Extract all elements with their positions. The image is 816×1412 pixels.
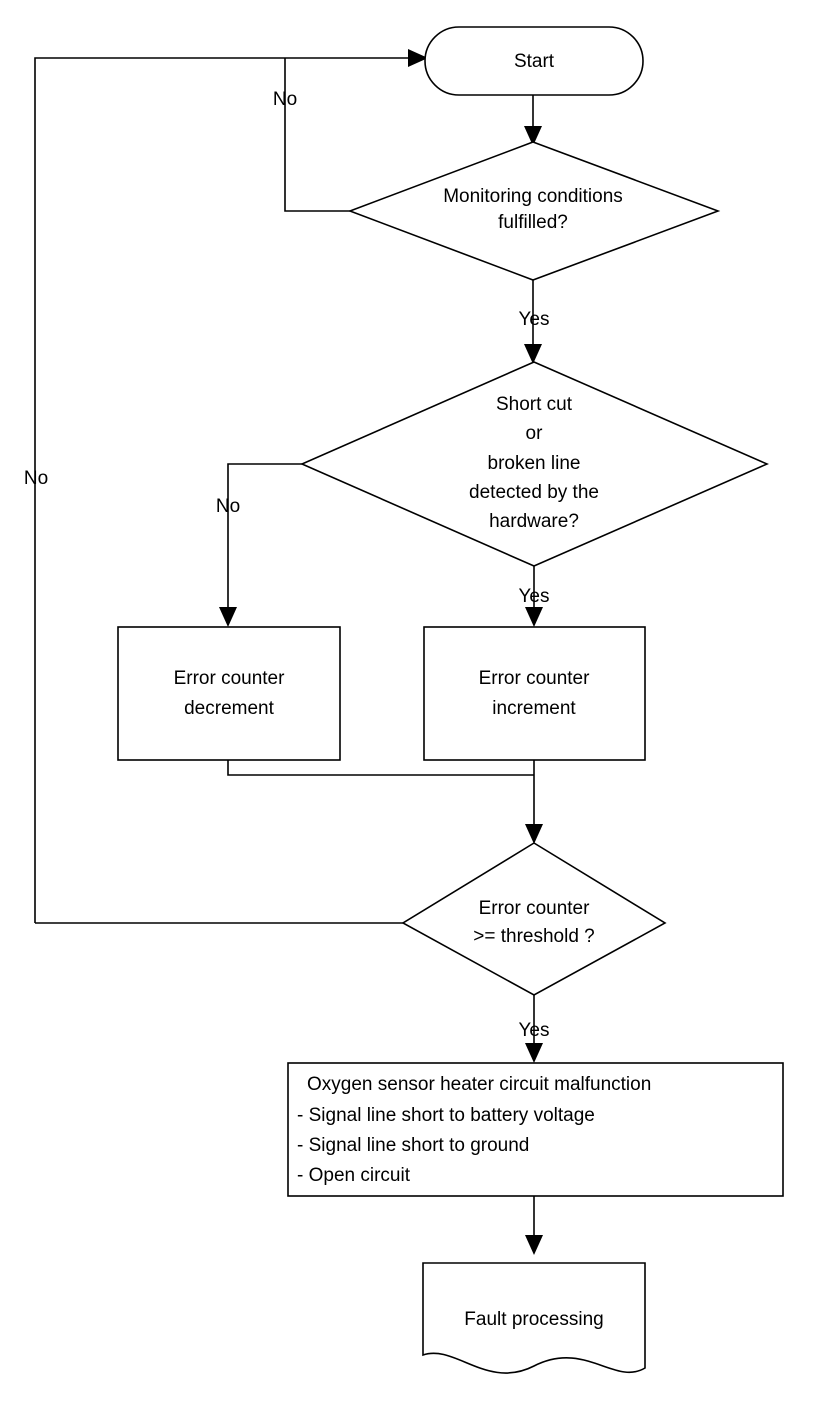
connector-hardware-yes: [525, 566, 543, 627]
threshold-check-shape: [401, 842, 667, 996]
arrow-head-monitoring: [524, 126, 542, 146]
arrow-head-decrement: [219, 607, 237, 627]
counter-increment-line2: increment: [492, 698, 576, 719]
node-malfunction[interactable]: Oxygen sensor heater circuit malfunction…: [287, 1062, 784, 1197]
connector-start-to-monitoring: [524, 95, 542, 146]
arrow-head-increment: [525, 607, 543, 627]
hardware-detect-line5: hardware?: [489, 511, 579, 532]
node-monitoring-conditions[interactable]: Monitoring conditions fulfilled?: [347, 141, 721, 281]
connector-monitoring-yes: [524, 280, 542, 364]
monitoring-conditions-line1: Monitoring conditions: [443, 186, 623, 207]
malfunction-line4: - Open circuit: [297, 1165, 411, 1186]
arrow-head-malfunction: [525, 1043, 543, 1063]
start-label: Start: [514, 51, 555, 72]
arrow-head-threshold: [525, 824, 543, 844]
connector-hardware-no: [219, 463, 302, 627]
monitoring-conditions-shape: [347, 141, 721, 281]
counter-decrement-line2: decrement: [184, 698, 274, 719]
monitoring-conditions-line2: fulfilled?: [498, 212, 568, 233]
node-hardware-detect[interactable]: Short cut or broken line detected by the…: [300, 361, 769, 567]
node-counter-decrement[interactable]: Error counter decrement: [117, 626, 341, 761]
malfunction-shape: [287, 1062, 784, 1197]
edge-label-monitoring-no: No: [273, 89, 297, 110]
arrow-head-to-start: [408, 49, 428, 67]
start-shape: [424, 26, 644, 96]
threshold-check-line1: Error counter: [479, 898, 591, 919]
malfunction-line2: - Signal line short to battery voltage: [297, 1105, 595, 1126]
arrow-head-hardware: [524, 344, 542, 364]
fault-processing-label: Fault processing: [464, 1309, 603, 1330]
hardware-detect-line4: detected by the: [469, 482, 599, 503]
counter-decrement-shape: [117, 626, 341, 761]
hardware-detect-line1: Short cut: [496, 394, 573, 415]
hardware-detect-line2: or: [526, 423, 544, 444]
edge-label-threshold-no: No: [24, 468, 48, 489]
hardware-detect-line3: broken line: [488, 453, 581, 474]
connector-counters-merge: [227, 760, 543, 844]
hardware-detect-shape: [300, 361, 769, 567]
malfunction-line1: Oxygen sensor heater circuit malfunction: [307, 1074, 651, 1095]
connector-threshold-yes: [525, 995, 543, 1063]
edge-label-threshold-yes: Yes: [519, 1020, 550, 1041]
counter-decrement-line1: Error counter: [174, 668, 286, 689]
arrow-head-fault-processing: [525, 1235, 543, 1255]
node-threshold-check[interactable]: Error counter >= threshold ?: [401, 842, 667, 996]
node-counter-increment[interactable]: Error counter increment: [423, 626, 646, 761]
node-fault-processing[interactable]: Fault processing: [422, 1262, 646, 1374]
edge-label-monitoring-yes: Yes: [519, 309, 550, 330]
counter-increment-line1: Error counter: [479, 668, 591, 689]
malfunction-line3: - Signal line short to ground: [297, 1135, 529, 1156]
fault-processing-shape: [422, 1262, 646, 1374]
counter-increment-shape: [423, 626, 646, 761]
connector-malfunction-to-fault: [525, 1196, 543, 1255]
threshold-check-line2: >= threshold ?: [473, 926, 594, 947]
edge-label-hardware-no: No: [216, 496, 240, 517]
edge-label-hardware-yes: Yes: [519, 586, 550, 607]
connector-monitoring-no: [284, 58, 350, 212]
node-start[interactable]: Start: [424, 26, 644, 96]
